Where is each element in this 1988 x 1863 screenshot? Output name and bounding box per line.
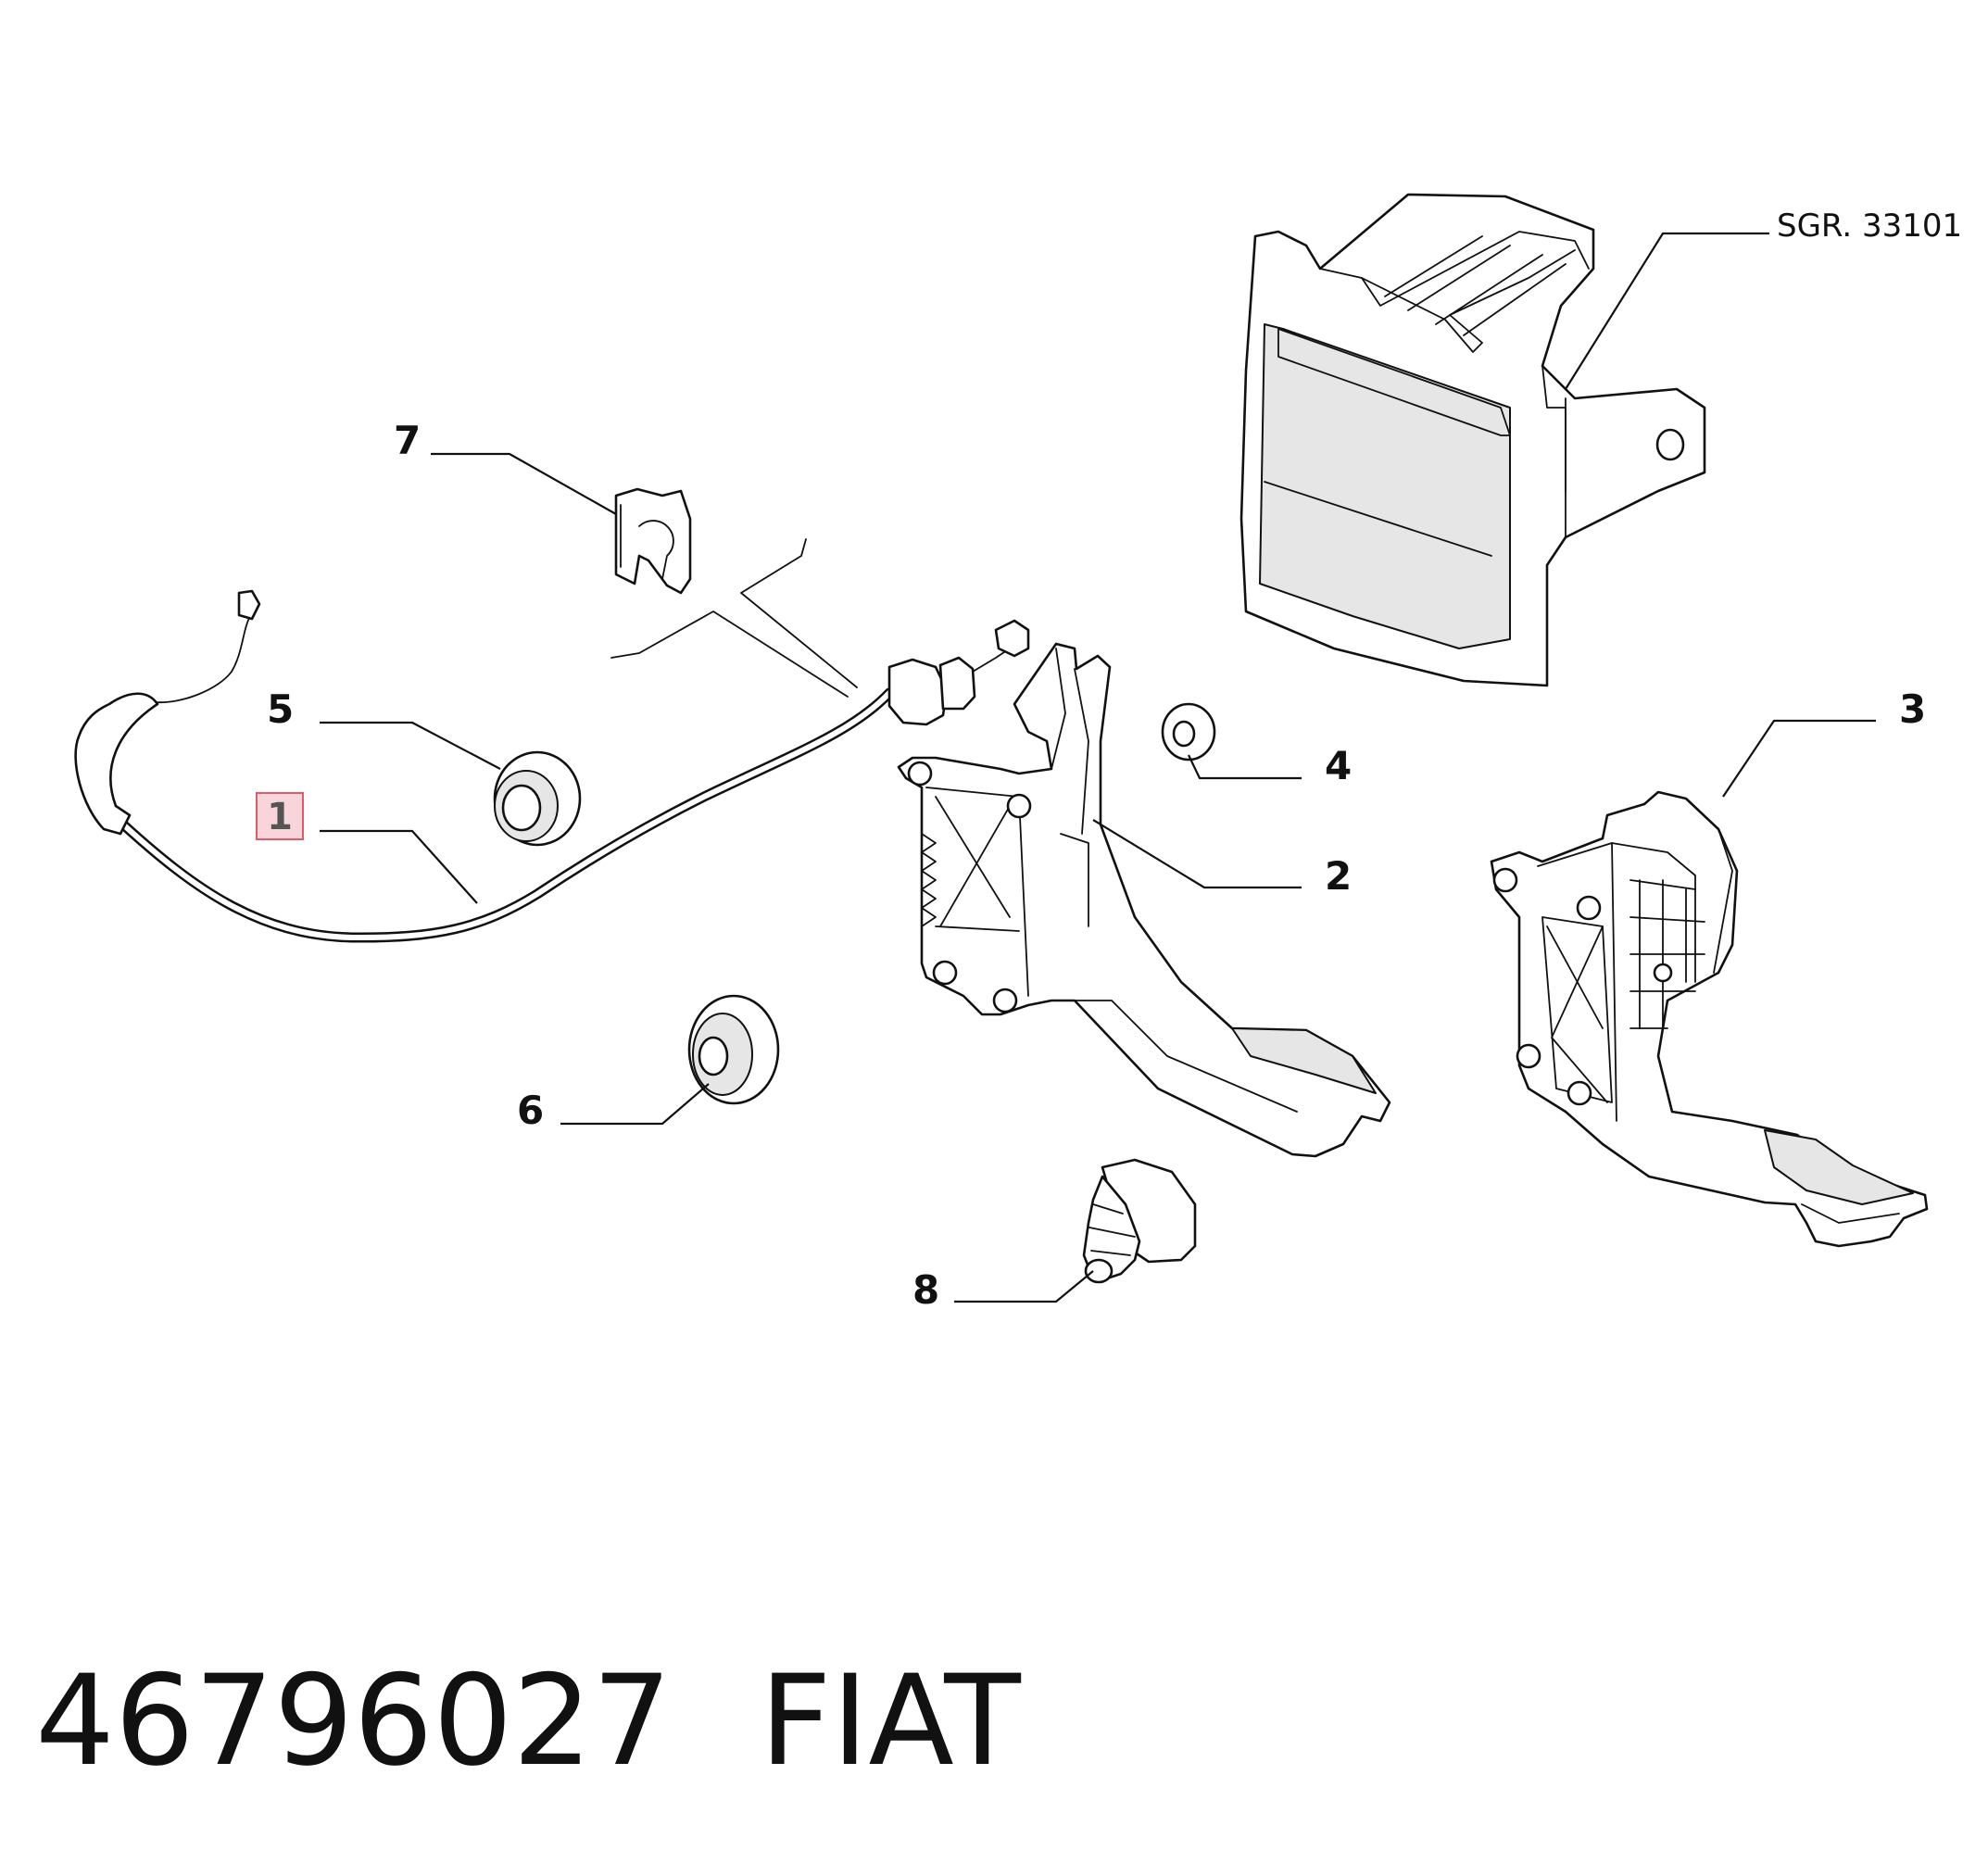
clip-part-7-drawing	[614, 487, 692, 595]
clutch-cable-part-1-drawing	[74, 589, 1030, 943]
callout-3: 3	[1899, 686, 1927, 732]
brand-name: FIAT	[760, 1648, 1021, 1794]
clutch-pedal-part-2-drawing	[897, 642, 1391, 1158]
part-number: 46796027	[35, 1648, 673, 1794]
cable-break-lines	[610, 538, 858, 698]
leader-lines	[320, 232, 1876, 1303]
callout-5: 5	[267, 686, 295, 732]
grommet-part-5-drawing	[493, 750, 582, 847]
callout-2: 2	[1325, 853, 1353, 899]
reference-group-label: SGR. 33101	[1777, 208, 1963, 245]
bushing-part-6-drawing	[687, 994, 780, 1105]
callout-1-highlighted[interactable]: 1	[256, 792, 304, 840]
reference-housing-drawing	[1239, 193, 1706, 687]
nut-part-4-drawing	[1161, 702, 1216, 762]
callout-4: 4	[1325, 743, 1353, 788]
callout-6: 6	[517, 1088, 545, 1133]
callout-7: 7	[394, 418, 422, 463]
callout-8: 8	[912, 1267, 940, 1313]
push-clip-part-8-drawing	[1082, 1158, 1197, 1284]
brake-pedal-part-3-drawing	[1490, 790, 1929, 1248]
